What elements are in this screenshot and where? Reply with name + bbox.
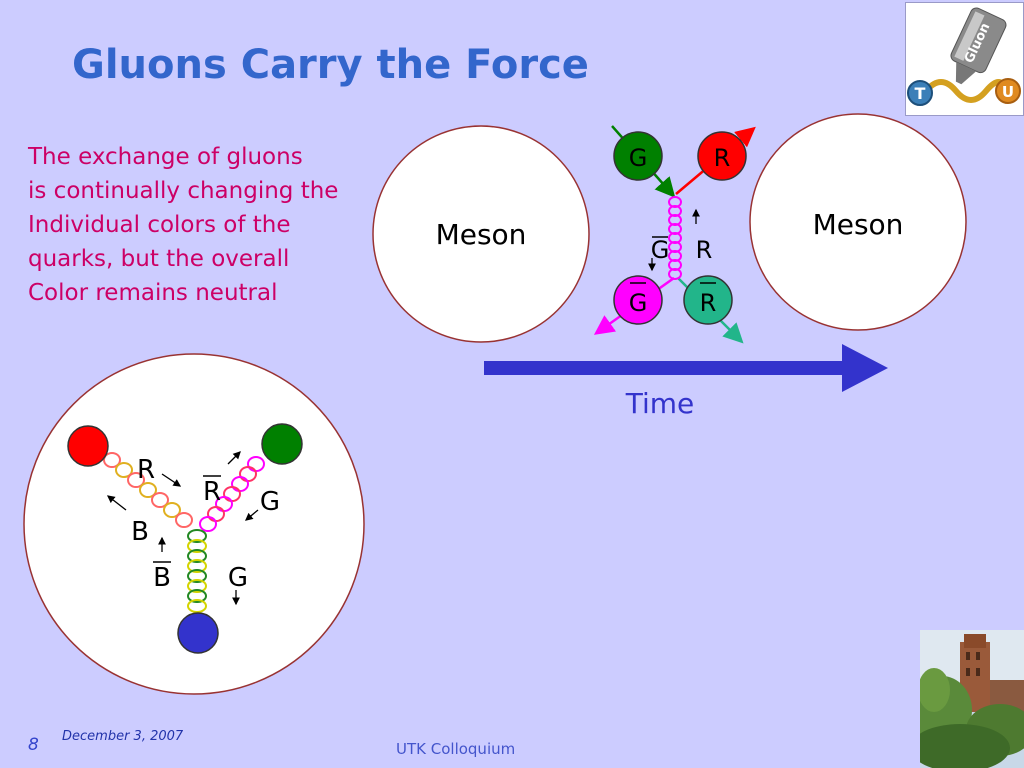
quark-antigreen-bottom [613, 275, 663, 325]
baryon-color-label: B [131, 517, 149, 547]
description-line: Color remains neutral [28, 280, 278, 306]
direction-arrow-icon [161, 473, 182, 487]
baryon-color-label: B [153, 563, 171, 593]
gluon-color-label: G [651, 236, 670, 264]
quark-red-top [697, 131, 747, 181]
quark-label: R [700, 289, 717, 317]
baryon-gluon-coil-blue-green [187, 529, 207, 613]
baryon-gluon-coil-red-green [199, 456, 265, 532]
meson-left-circle [372, 125, 590, 343]
direction-arrow-icon [106, 495, 127, 511]
meson-right-label: Meson [813, 208, 904, 241]
gluon-logo: Gluon T U [905, 2, 1024, 116]
gluon-coil [668, 196, 682, 280]
logo-letter-icon: T [915, 84, 926, 103]
baryon-color-label: G [228, 563, 248, 593]
gluon-color-label: R [696, 236, 713, 264]
quark-green-top [613, 131, 663, 181]
time-label: Time [625, 387, 695, 420]
slide-title: Gluons Carry the Force [72, 42, 589, 88]
direction-arrow-icon [227, 451, 241, 465]
footer-title: UTK Colloquium [396, 740, 516, 758]
quark-label: G [629, 289, 648, 317]
description-text: The exchange of gluons is continually ch… [28, 140, 338, 310]
description-line: The exchange of gluons [28, 144, 303, 170]
baryon-color-label: G [260, 487, 280, 517]
baryon-quark-blue [177, 612, 219, 654]
description-line: quarks, but the overall [28, 246, 290, 272]
description-line: Individual colors of the [28, 212, 291, 238]
meson-right-circle [749, 113, 967, 331]
quark-label: R [714, 144, 731, 172]
baryon-color-label: R [137, 455, 155, 485]
quark-antired-bottom [683, 275, 733, 325]
logo-letter-icon: U [1002, 83, 1014, 101]
baryon-gluon-coil-red-blue [103, 452, 193, 528]
campus-photo [920, 630, 1024, 768]
baryon-quark-green [261, 423, 303, 465]
page-number: 8 [28, 735, 39, 755]
meson-left-label: Meson [436, 218, 527, 251]
quark-label: G [629, 144, 648, 172]
direction-arrow-icon [245, 509, 259, 521]
baryon-quark-red [67, 425, 109, 467]
baryon-color-label: R [203, 477, 221, 507]
time-arrow [484, 344, 888, 392]
description-line: is continually changing the [28, 178, 339, 204]
footer-date: December 3, 2007 [62, 729, 184, 744]
